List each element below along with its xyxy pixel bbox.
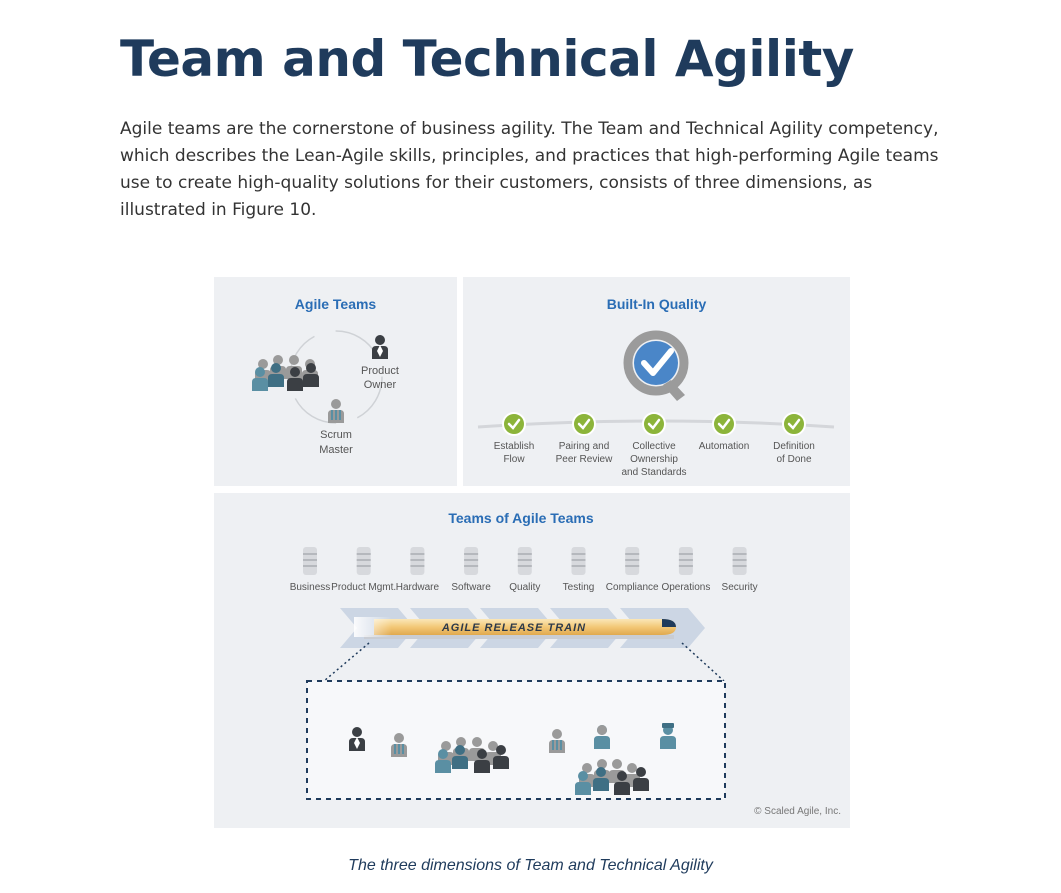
practice-label: Ownership: [630, 454, 678, 465]
practice-label: of Done: [776, 454, 811, 465]
panel-title-agile-teams: Agile Teams: [294, 296, 377, 312]
practice-label: and Standards: [621, 467, 686, 478]
train-icon: [354, 617, 676, 639]
practice-label: Pairing and: [559, 441, 610, 452]
product-owner-label-1: Product: [361, 365, 399, 377]
team-members: [349, 723, 676, 795]
discipline-label: Compliance: [606, 582, 659, 593]
check-icon: [572, 412, 596, 436]
discipline-icon: [464, 547, 479, 575]
practice-checks: [502, 412, 806, 436]
panel-title-teams-of-agile-teams: Teams of Agile Teams: [448, 510, 594, 526]
check-icon: [502, 412, 526, 436]
discipline-label: Product Mgmt.: [331, 582, 396, 593]
operator-icon: [660, 723, 676, 749]
discipline-label: Business: [290, 582, 331, 593]
discipline-icon: [356, 547, 371, 575]
product-owner-icon: [349, 727, 365, 751]
copyright-text: © Scaled Agile, Inc.: [754, 806, 841, 817]
quality-q-icon: [623, 330, 689, 401]
discipline-label: Testing: [563, 582, 595, 593]
scrum-master-label-1: Scrum: [320, 429, 352, 441]
discipline-icon: [625, 547, 640, 575]
page-title: Team and Technical Agility: [120, 30, 854, 88]
practice-label: Flow: [503, 454, 525, 465]
scrum-master-icon: [549, 729, 565, 753]
panel-agile-teams: Agile Teams Pr: [214, 277, 457, 486]
connector-lines: [323, 642, 725, 682]
train-label: AGILE RELEASE TRAIN: [441, 622, 586, 634]
discipline-icon: [303, 547, 317, 575]
practice-label: Peer Review: [556, 454, 613, 465]
discipline-icon: [678, 547, 693, 575]
check-icon: [712, 412, 736, 436]
product-owner-label-2: Owner: [364, 379, 397, 391]
check-icon: [782, 412, 806, 436]
discipline-label: Software: [451, 582, 491, 593]
scrum-master-icon: [391, 733, 407, 757]
check-icon: [642, 412, 666, 436]
discipline-icon: [732, 547, 747, 575]
discipline-icon: [410, 547, 425, 575]
discipline-label: Operations: [661, 582, 710, 593]
figure-three-dimensions: Agile Teams Pr: [214, 277, 850, 828]
figure-caption: The three dimensions of Team and Technic…: [348, 857, 713, 874]
scrum-master-label-2: Master: [319, 444, 353, 456]
discipline-label: Hardware: [396, 582, 440, 593]
practice-label: Definition: [773, 441, 815, 452]
product-owner-icon: [372, 335, 388, 359]
panel-title-built-in-quality: Built-In Quality: [606, 296, 707, 312]
intro-paragraph: Agile teams are the cornerstone of busin…: [120, 119, 939, 220]
discipline-label: Quality: [509, 582, 540, 593]
team-group-icon: [252, 355, 319, 391]
discipline-icon: [517, 547, 532, 575]
discipline-label: Security: [722, 582, 758, 593]
practice-label: Automation: [699, 441, 750, 452]
practice-label: Collective: [632, 441, 676, 452]
scrum-master-icon: [328, 399, 344, 423]
teams-container: [306, 680, 726, 800]
specialist-icon: [594, 725, 610, 749]
practice-label: Establish: [494, 441, 535, 452]
discipline-icon: [571, 547, 586, 575]
